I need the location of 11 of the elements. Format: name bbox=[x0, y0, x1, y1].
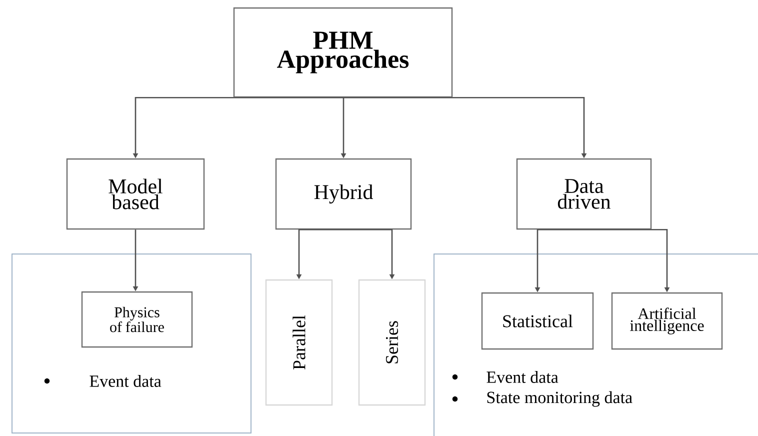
process-box: Parallel bbox=[265, 279, 333, 406]
process-box: Statistical bbox=[481, 292, 594, 350]
node-label: Event data bbox=[486, 371, 558, 383]
process-box: Data driven bbox=[516, 158, 652, 230]
process-box: PHM Approaches bbox=[233, 7, 453, 98]
process-box: Model based bbox=[66, 158, 205, 230]
node-label: State monitoring data bbox=[487, 391, 632, 407]
process-box: Physics of failure bbox=[81, 291, 193, 348]
process-box: Artificial intelligence bbox=[611, 292, 723, 350]
process-box: Series bbox=[358, 279, 426, 406]
process-box: Hybrid bbox=[275, 158, 412, 230]
